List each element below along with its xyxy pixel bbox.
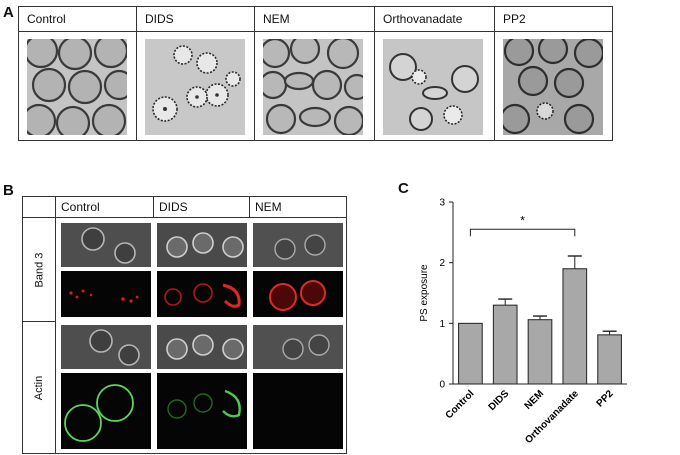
panel-b-row-label-band3: Band 3 — [33, 252, 45, 287]
panel-a-letter: A — [3, 4, 14, 21]
micrograph-dids — [145, 39, 245, 135]
band3-brightfield-dids — [157, 223, 247, 267]
actin-fluorescence-control — [61, 373, 151, 449]
panel-a-column-orthovanadate: Orthovanadate — [375, 7, 495, 140]
bar-control — [458, 322, 483, 385]
significance-asterisk: * — [520, 213, 525, 227]
micrograph-pp2 — [503, 39, 603, 135]
panel-b-fluorescence-grid: Control DIDS NEM Band 3 Actin — [22, 196, 347, 454]
actin-brightfield-control — [61, 325, 151, 369]
y-axis-label: PS exposure — [419, 264, 430, 322]
x-tick-label-pp2: PP2 — [595, 388, 616, 409]
panel-a-image-grid: Control DIDS — [18, 6, 613, 141]
y-tick-label: 1 — [439, 319, 445, 330]
actin-fluorescence-nem — [253, 373, 343, 449]
micrograph-orthovanadate — [383, 39, 483, 135]
actin-brightfield-nem — [253, 325, 343, 369]
panel-a-column-dids: DIDS — [137, 7, 255, 140]
x-tick-label-control: Control — [444, 388, 477, 421]
y-tick-label: 3 — [439, 198, 445, 209]
panel-a-column-control: Control — [19, 7, 137, 140]
actin-fluorescence-dids — [157, 373, 247, 449]
band3-fluorescence-control — [61, 271, 151, 317]
y-tick-label: 2 — [439, 258, 445, 269]
x-tick-label-dids: DIDS — [487, 388, 512, 413]
bar-dids — [492, 304, 518, 385]
bar-orthovanadate — [562, 268, 588, 385]
panel-a-column-pp2: PP2 — [495, 7, 612, 140]
band3-fluorescence-dids — [157, 271, 247, 317]
panel-b-header-nem: NEM — [255, 200, 282, 214]
panel-a-column-nem: NEM — [255, 7, 375, 140]
band3-brightfield-nem — [253, 223, 343, 267]
y-tick-label: 0 — [439, 380, 445, 391]
panel-b-header-dids: DIDS — [159, 200, 188, 214]
bar-nem — [527, 319, 553, 385]
x-tick-label-nem: NEM — [523, 388, 547, 412]
micrograph-control — [27, 39, 127, 135]
bar-pp2 — [597, 334, 622, 385]
panel-a-header-dids: DIDS — [137, 7, 254, 32]
panel-a-header-pp2: PP2 — [495, 7, 612, 32]
panel-b-header-control: Control — [61, 200, 100, 214]
band3-brightfield-control — [61, 223, 151, 267]
panel-a-header-orthovanadate: Orthovanadate — [375, 7, 494, 32]
panel-a-header-nem: NEM — [255, 7, 374, 32]
panel-a-header-control: Control — [19, 7, 136, 32]
panel-c-letter: C — [398, 180, 409, 197]
micrograph-nem — [263, 39, 363, 135]
panel-b-row-label-actin: Actin — [33, 375, 45, 400]
panel-b-letter: B — [3, 182, 14, 199]
band3-fluorescence-nem — [253, 271, 343, 317]
significance-bracket — [469, 228, 576, 237]
actin-brightfield-dids — [157, 325, 247, 369]
